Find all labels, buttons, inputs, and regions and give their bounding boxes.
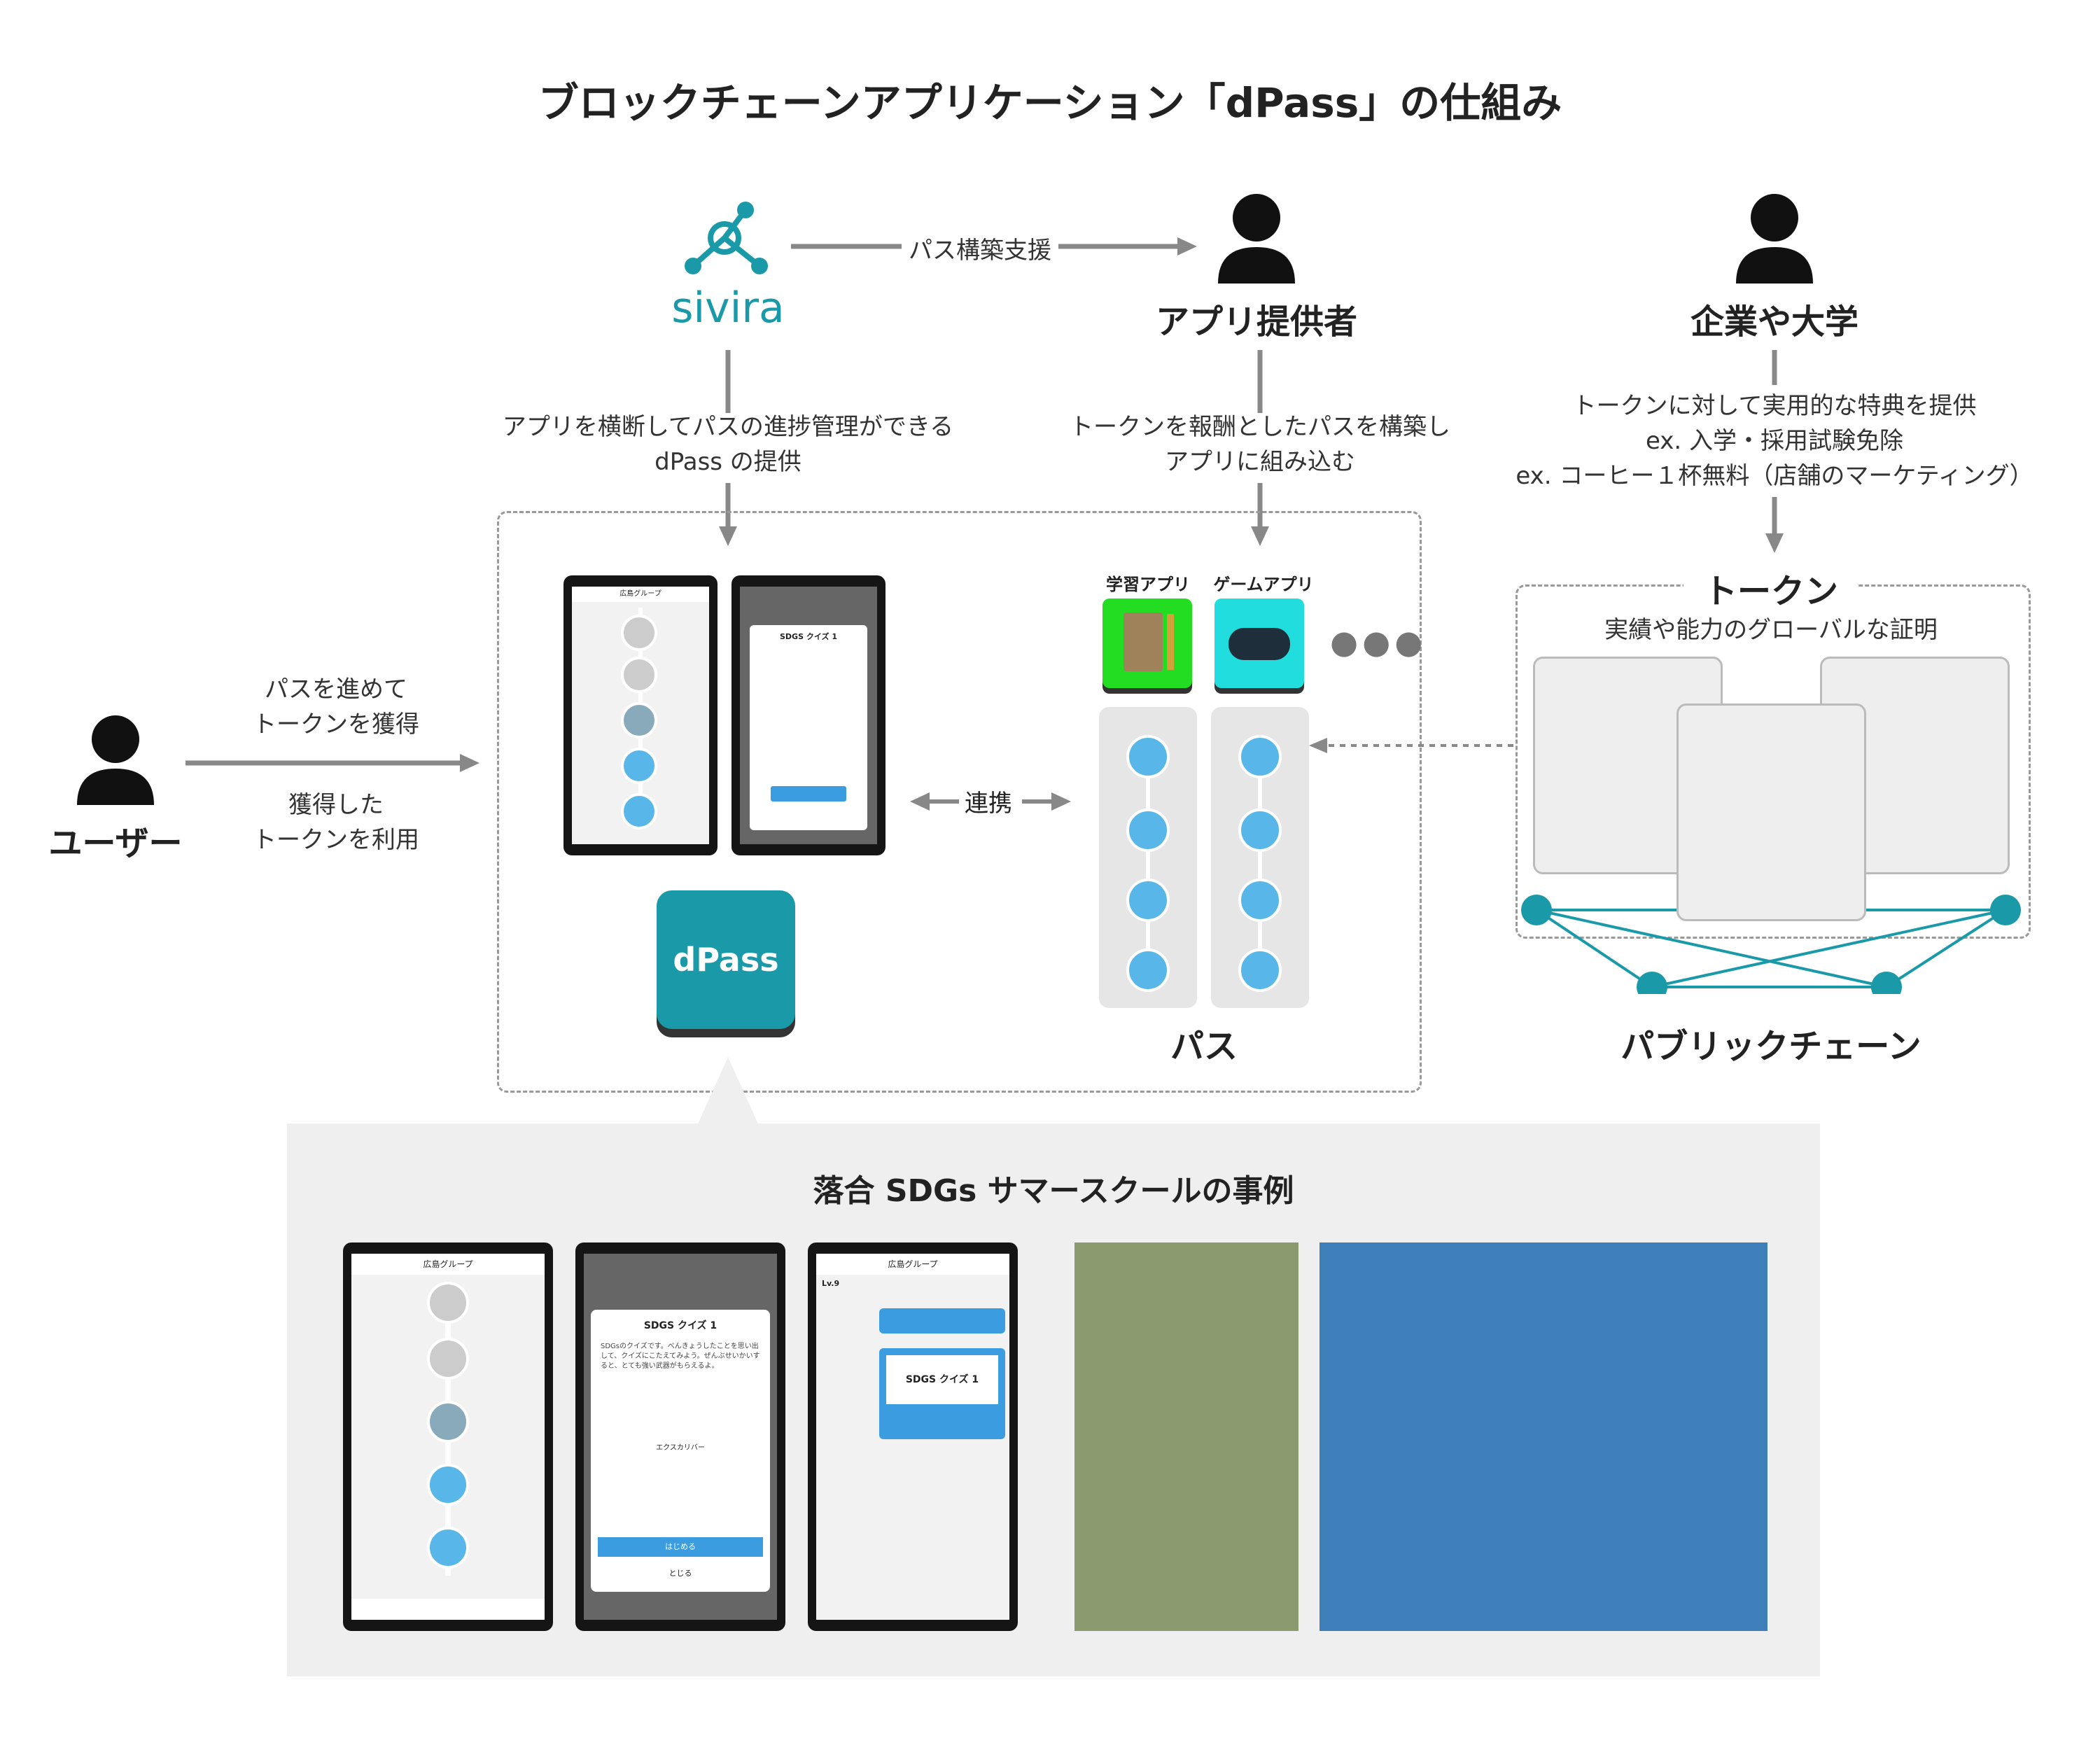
page-title: ブロックチェーンアプリケーション「dPass」の仕組み [538, 79, 1562, 127]
small-phone-map: 広島グループ [564, 575, 718, 855]
arrow-sivira-down [719, 350, 737, 546]
support-label: パス構築支援 [902, 231, 1058, 265]
sivira-logo-icon [685, 202, 768, 274]
link-label: 連携 [965, 790, 1012, 818]
more-apps-icon: ●●● [1330, 623, 1427, 661]
quiz-start-button[interactable]: はじめる [598, 1537, 763, 1557]
sivira-logo-text: sivira [671, 284, 785, 332]
token-desc: 実績や能力のグローバルな証明 [1604, 616, 1938, 644]
sivira-desc: アプリを横断してパスの進捗管理ができる dPass の提供 [502, 413, 954, 476]
provider-person-icon [1218, 194, 1295, 284]
pass-label: パス [1170, 1027, 1238, 1066]
provider-label: アプリ提供者 [1155, 302, 1357, 342]
company-desc: トークンに対して実用的な特典を提供 ex. 入学・採用試験免除 ex. コーヒー… [1516, 392, 2033, 490]
user-person-icon [77, 715, 154, 805]
pass-track-game [1211, 707, 1309, 1008]
pass-track-study [1099, 707, 1197, 1008]
token-label: トークン [1684, 564, 1858, 612]
case-title: 落合 SDGs サマースクールの事例 [813, 1173, 1294, 1209]
photo-kids-indoor [1074, 1242, 1298, 1631]
dpass-app-icon: dPass [657, 890, 795, 1029]
small-phone-quiz: SDGS クイズ 1 [732, 575, 886, 855]
game-app-icon [1214, 598, 1304, 688]
public-chain-network [1521, 895, 2021, 994]
company-label: 企業や大学 [1690, 302, 1858, 342]
user-arrow [186, 754, 479, 772]
case-phone-quiz: SDGS クイズ 1 SDGsのクイズです。べんきょうしたことを思い出して、クイ… [575, 1242, 785, 1631]
company-person-icon [1736, 194, 1813, 284]
provider-desc: トークンを報酬としたパスを構築し アプリに組み込む [1070, 413, 1450, 476]
arrow-company-down [1765, 350, 1784, 553]
dpass-region [497, 511, 1422, 1093]
case-phone-chat: 広島グループ Lv.9 SDGS クイズ 1 [808, 1242, 1018, 1631]
arrow-provider-down [1251, 350, 1269, 546]
photo-kids-outdoor [1320, 1242, 1768, 1631]
app-label-game: ゲームアプリ [1213, 575, 1314, 594]
user-desc-use: 獲得した トークンを利用 [253, 791, 419, 854]
link-arrows [910, 792, 1071, 811]
case-phone-map: 広島グループ [343, 1242, 553, 1631]
case-pointer [696, 1057, 760, 1127]
chain-label: パブリックチェーン [1620, 1027, 1921, 1066]
app-label-study: 学習アプリ [1106, 575, 1190, 594]
user-desc-earn: パスを進めて トークンを獲得 [253, 676, 419, 738]
coin-medal-card [1676, 704, 1866, 921]
quiz-close-button[interactable]: とじる [668, 1569, 692, 1578]
study-app-icon [1102, 598, 1192, 688]
token-to-pass-arrow [1309, 738, 1519, 753]
user-label: ユーザー [48, 824, 183, 863]
